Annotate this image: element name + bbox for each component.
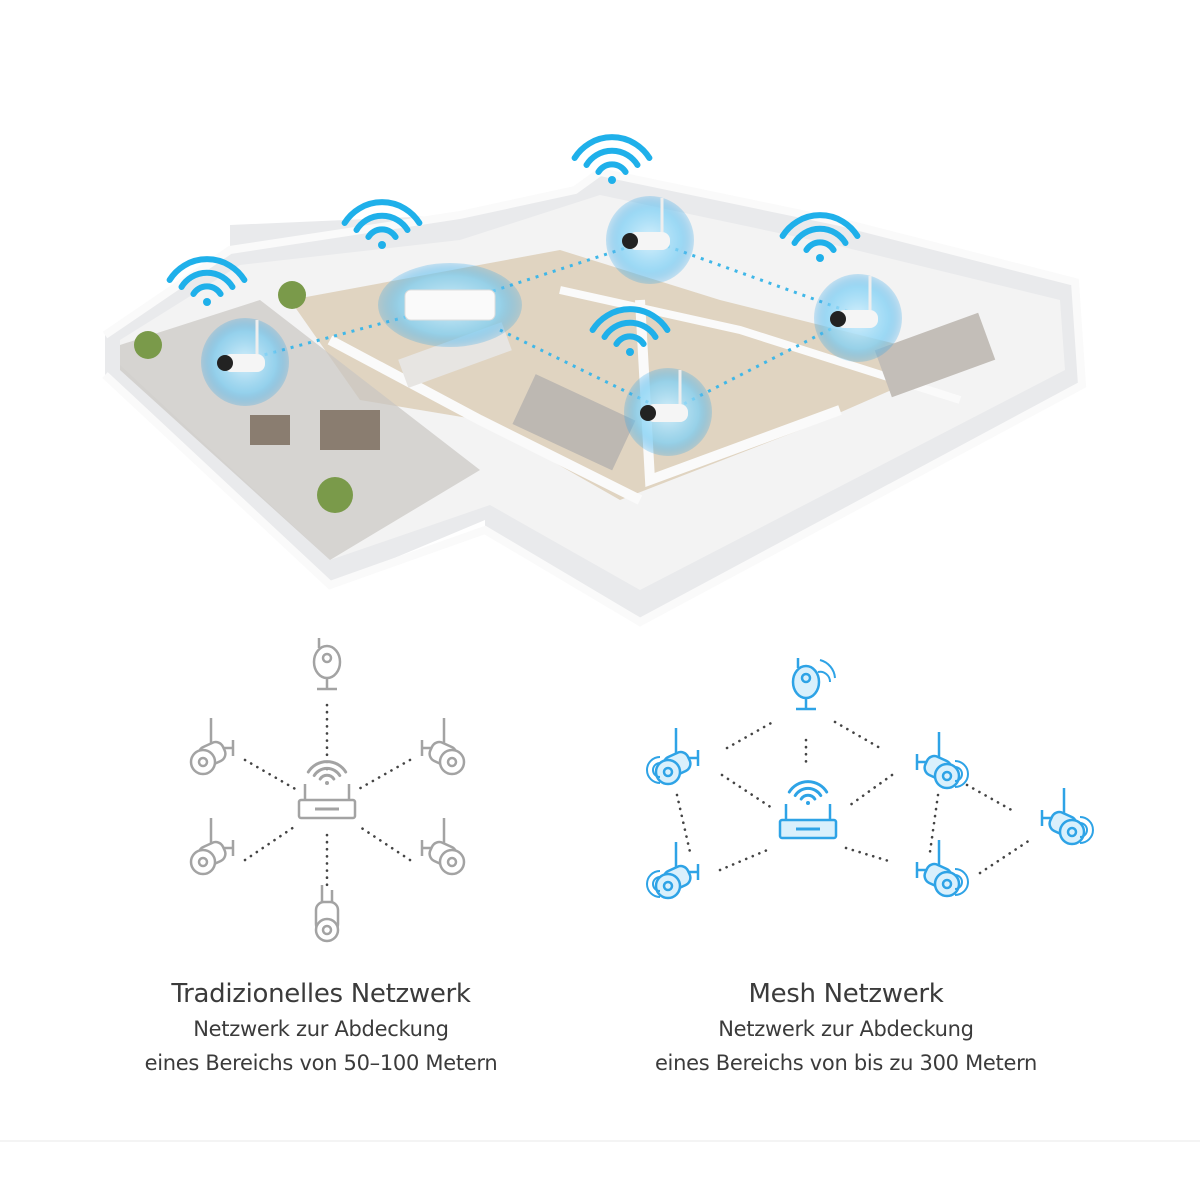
outdoor-camera-icon: [314, 885, 340, 943]
house-floorplan: [102, 134, 1087, 627]
sofa: [250, 415, 290, 445]
camera-node: [571, 134, 694, 284]
bed: [512, 374, 636, 471]
camera-lens: [217, 355, 233, 371]
mesh-network-line2: eines Bereichs von bis zu 300 Metern: [654, 1051, 1038, 1075]
dotted-connection: [355, 823, 412, 862]
camera-node: [779, 212, 902, 362]
camera-lens: [640, 405, 656, 421]
outdoor-camera-icon: [189, 718, 235, 776]
dotted-connection: [844, 846, 894, 864]
dotted-connection: [965, 783, 1017, 814]
router-icon: [778, 804, 838, 840]
mesh-network-title: Mesh Netzwerk: [748, 979, 944, 1009]
wifi-icon: [571, 134, 653, 184]
dotted-connection: [355, 758, 412, 792]
dotted-connection: [243, 758, 299, 792]
camera-lens: [622, 233, 638, 249]
inner-walls: [327, 335, 643, 505]
dotted-connection: [833, 720, 882, 750]
wifi-icon: [341, 199, 423, 249]
nvr-icon: [404, 289, 496, 321]
traditional-network-diagram: [189, 638, 466, 943]
outdoor-camera-icon: [654, 842, 700, 900]
dotted-connection: [243, 823, 299, 862]
indoor-camera-icon: [312, 638, 342, 691]
plant: [317, 477, 353, 513]
outdoor-camera-icon: [654, 728, 700, 786]
dotted-connection: [720, 773, 774, 810]
outdoor-camera-icon: [1040, 788, 1086, 846]
outdoor-camera-icon: [420, 718, 466, 776]
camera-lens: [830, 311, 846, 327]
signal-waves-icon: [954, 868, 969, 896]
signal-waves-icon: [1079, 816, 1094, 844]
dotted-connection: [718, 846, 774, 872]
indoor-camera-icon: [791, 658, 821, 711]
nvr-hub-node: [341, 199, 522, 347]
router-wifi-icon: [787, 780, 829, 805]
mesh-network-line1: Netzwerk zur Abdeckung: [718, 1017, 974, 1041]
sofa: [320, 410, 380, 450]
inner-walls: [635, 299, 842, 488]
signal-waves-icon: [817, 659, 836, 683]
bullet-camera-icon: [836, 310, 878, 328]
router-wifi-icon: [306, 760, 348, 785]
dotted-connection: [978, 838, 1032, 875]
wifi-icon: [166, 256, 248, 306]
mesh-network-caption: Mesh Netzwerk Netzwerk zur Abdeckung ein…: [586, 976, 1106, 1080]
bullet-camera-icon: [628, 232, 670, 250]
signal-waves-icon: [646, 756, 661, 784]
bullet-camera-icon: [223, 354, 265, 372]
dotted-connection: [928, 793, 940, 854]
bed: [874, 312, 996, 398]
traditional-network-line1: Netzwerk zur Abdeckung: [193, 1017, 449, 1041]
traditional-network-caption: Tradizionelles Netzwerk Netzwerk zur Abd…: [61, 976, 581, 1080]
traditional-network-title: Tradizionelles Netzwerk: [171, 979, 471, 1009]
walls: [102, 167, 1087, 627]
signal-waves-icon: [954, 760, 969, 788]
dotted-connection: [675, 793, 692, 854]
camera-node: [589, 306, 712, 456]
mesh-network-diagram: [646, 658, 1094, 900]
signal-waves-icon: [646, 870, 661, 898]
wifi-icon: [589, 306, 671, 356]
camera-node: [166, 256, 289, 406]
traditional-network-line2: eines Bereichs von 50–100 Metern: [144, 1051, 498, 1075]
dotted-connection: [725, 720, 775, 750]
dotted-connection: [844, 773, 894, 810]
bullet-camera-icon: [646, 404, 688, 422]
plant: [134, 331, 162, 359]
outdoor-camera-icon: [189, 818, 235, 876]
router-icon: [297, 784, 357, 820]
outdoor-camera-icon: [420, 818, 466, 876]
outdoor-camera-icon: [915, 840, 961, 898]
outdoor-camera-icon: [915, 732, 961, 790]
divider: [0, 1140, 1200, 1142]
wifi-icon: [779, 212, 861, 262]
plant: [278, 281, 306, 309]
